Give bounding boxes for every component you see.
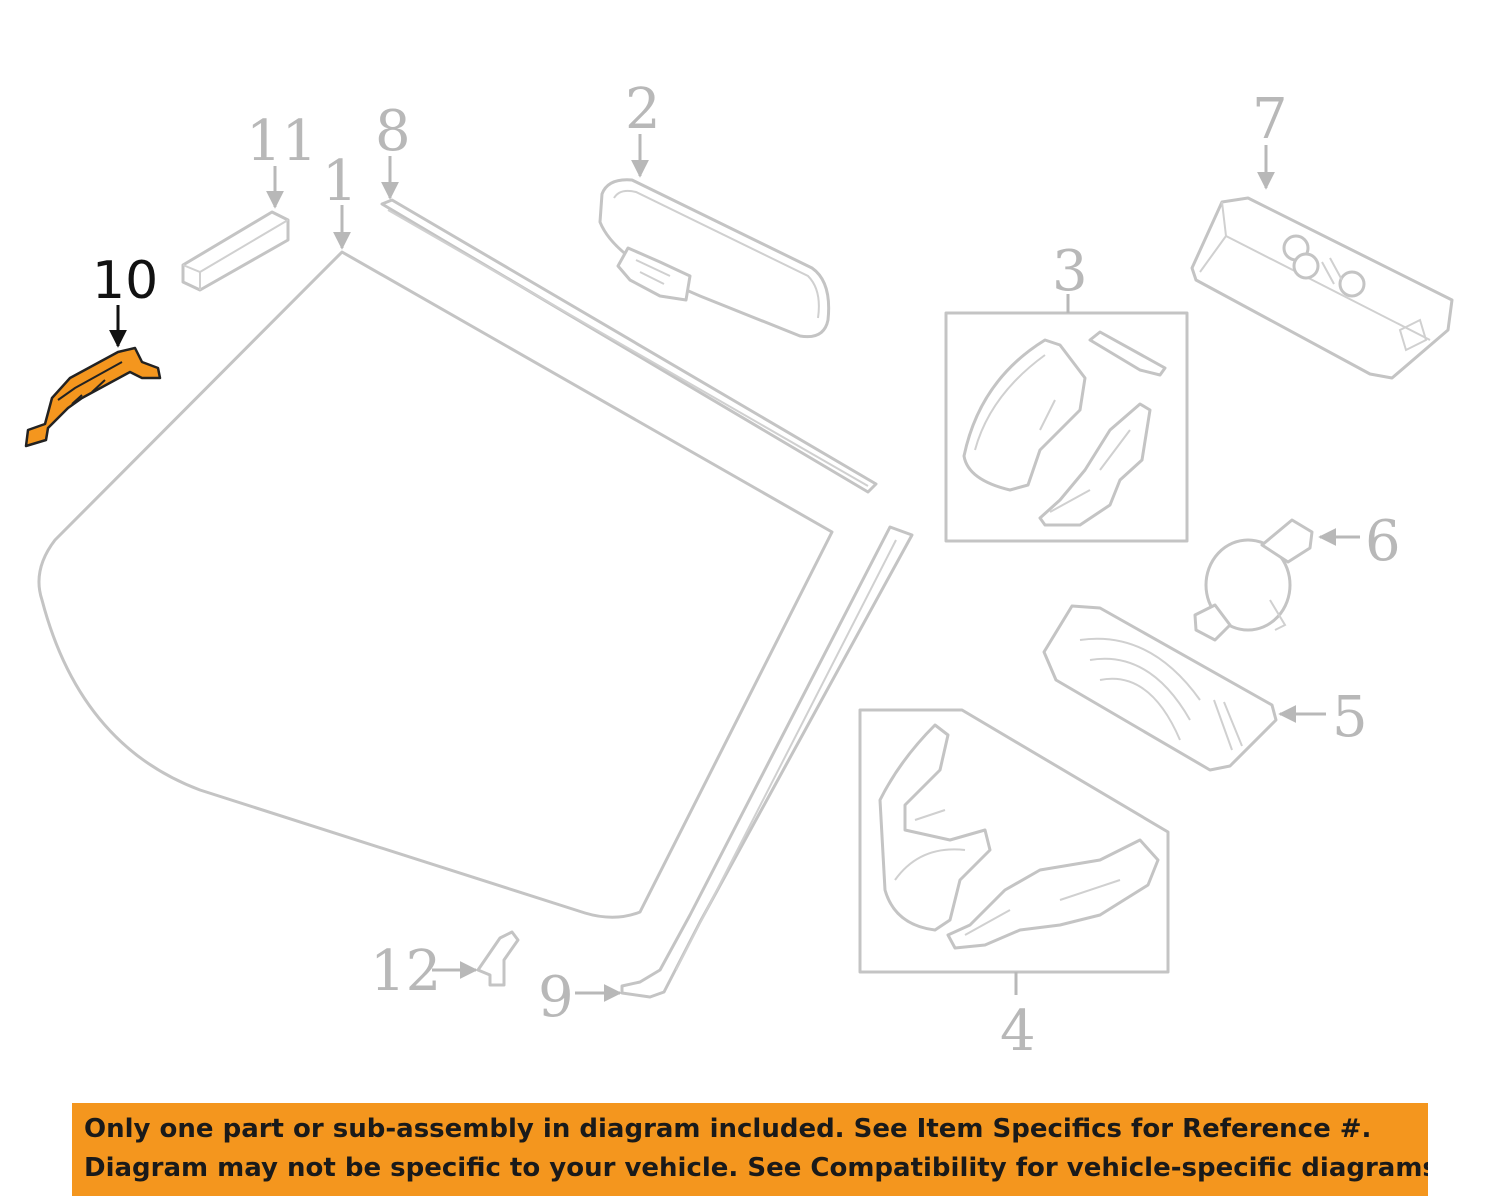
svg-text:1: 1 bbox=[322, 149, 358, 214]
disclaimer-line-2: Diagram may not be specific to your vehi… bbox=[84, 1153, 1428, 1183]
svg-text:7: 7 bbox=[1252, 87, 1288, 152]
svg-text:8: 8 bbox=[375, 99, 411, 164]
svg-text:11: 11 bbox=[246, 109, 317, 174]
disclaimer-banner: Only one part or sub-assembly in diagram… bbox=[72, 1103, 1428, 1196]
mirror-cover-part-4 bbox=[858, 708, 1170, 974]
rearview-mirror-part-2 bbox=[598, 178, 831, 339]
wedge-block-part-11 bbox=[181, 210, 290, 292]
svg-text:5: 5 bbox=[1332, 685, 1368, 750]
callout-3: 3 bbox=[1052, 239, 1088, 313]
clip-part-12 bbox=[476, 930, 520, 987]
mirror-cover-part-3 bbox=[944, 311, 1189, 543]
callout-10: 10 bbox=[92, 251, 158, 348]
bracket-part-10-highlighted bbox=[24, 346, 162, 448]
windshield-part-1 bbox=[37, 250, 834, 919]
callout-5: 5 bbox=[1278, 685, 1368, 750]
svg-text:10: 10 bbox=[92, 251, 158, 311]
callout-8: 8 bbox=[375, 99, 411, 200]
callout-2: 2 bbox=[625, 77, 661, 178]
callout-7: 7 bbox=[1252, 87, 1288, 190]
callout-9: 9 bbox=[538, 965, 622, 1030]
pillar-molding-part-9 bbox=[620, 525, 914, 999]
callout-6: 6 bbox=[1318, 509, 1401, 574]
callout-11: 11 bbox=[246, 109, 317, 209]
rain-sensor-part-6 bbox=[1193, 518, 1314, 642]
sensor-cover-part-5 bbox=[1042, 604, 1278, 772]
overhead-console-part-7 bbox=[1190, 196, 1454, 380]
callout-4: 4 bbox=[1000, 972, 1036, 1064]
svg-text:9: 9 bbox=[538, 965, 574, 1030]
svg-text:2: 2 bbox=[625, 77, 661, 142]
callout-12: 12 bbox=[370, 939, 478, 1004]
svg-text:12: 12 bbox=[370, 939, 441, 1004]
svg-text:6: 6 bbox=[1365, 509, 1401, 574]
svg-text:3: 3 bbox=[1052, 239, 1088, 304]
disclaimer-line-1: Only one part or sub-assembly in diagram… bbox=[84, 1114, 1372, 1144]
callout-1: 1 bbox=[322, 149, 358, 250]
svg-text:4: 4 bbox=[1000, 999, 1036, 1064]
upper-molding-part-8 bbox=[380, 198, 878, 494]
